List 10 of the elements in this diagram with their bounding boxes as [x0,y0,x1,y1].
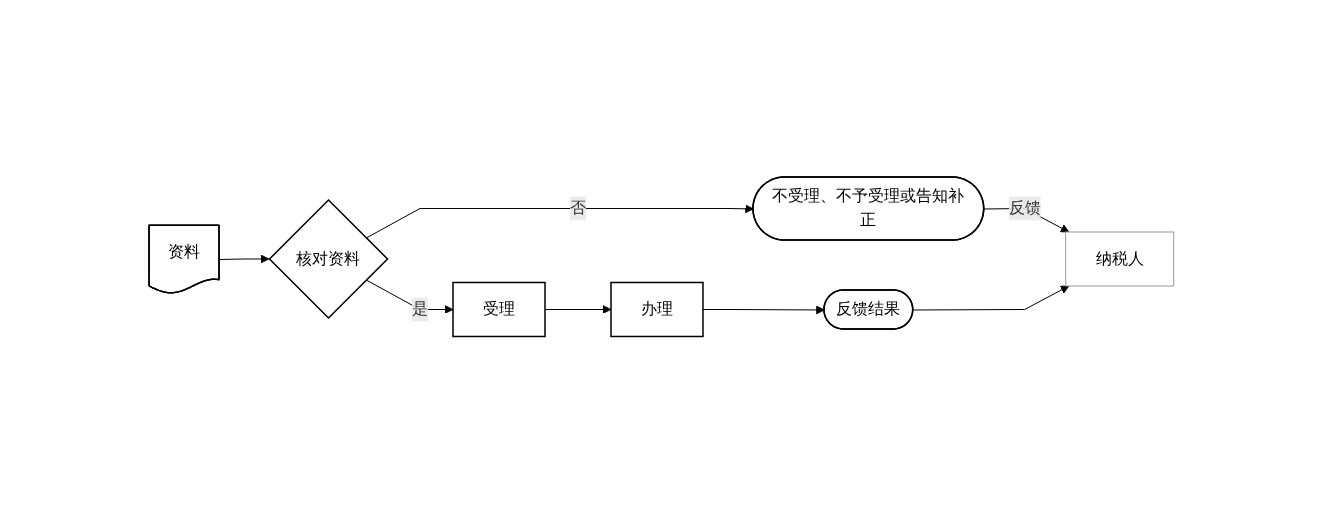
edge-label: 否 [570,198,587,218]
node-box: 受理 [452,281,546,337]
node-box: 纳税人 [1065,231,1175,287]
node-diamond: 核对资料 [268,198,389,319]
edge-label: 是 [412,299,429,319]
arrow [912,285,1070,311]
node-box: 办理 [610,281,704,337]
arrow [365,279,454,314]
edge-label: 反馈 [1008,198,1041,218]
arrow [219,254,270,264]
